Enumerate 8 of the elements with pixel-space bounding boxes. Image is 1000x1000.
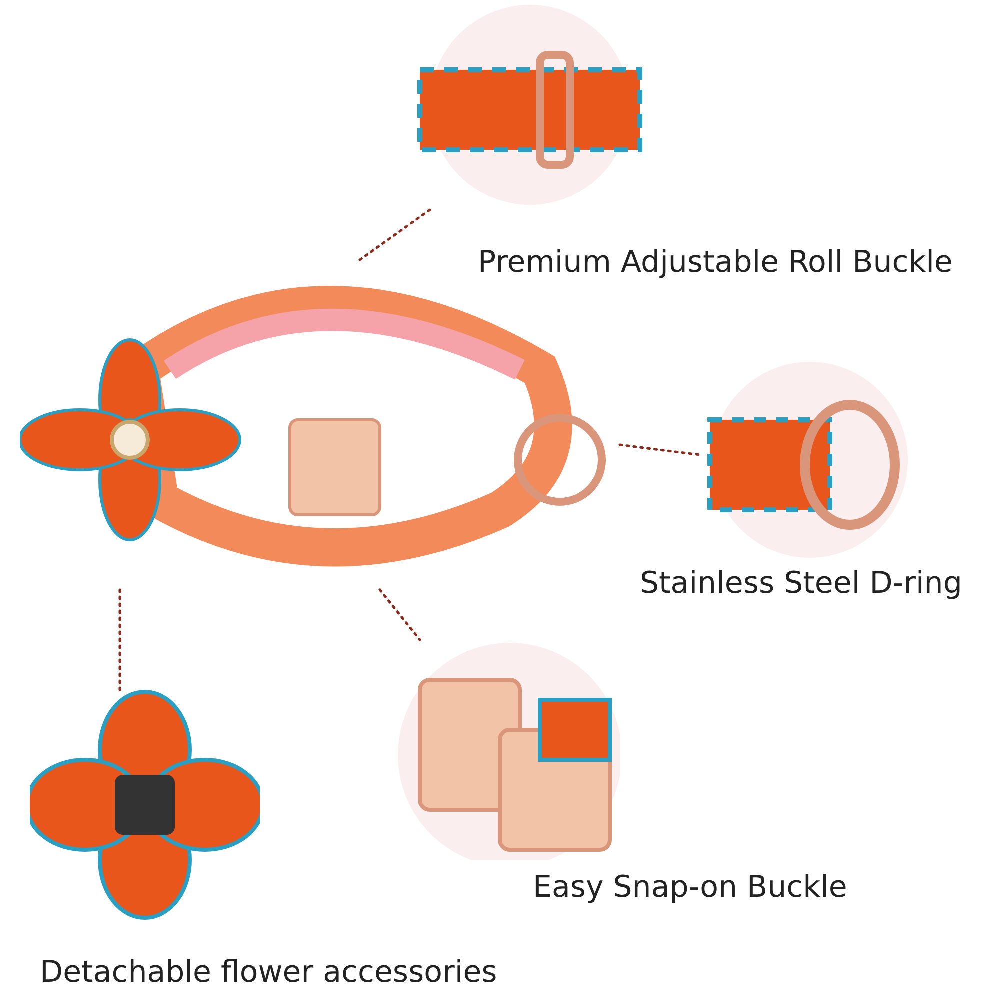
feature-caption: Easy Snap-on Buckle	[533, 870, 848, 905]
leader-line	[618, 444, 702, 456]
feature-caption: Stainless Steel D-ring	[640, 566, 962, 601]
feature-caption: Premium Adjustable Roll Buckle	[478, 245, 953, 280]
leader-line	[118, 588, 122, 692]
leader-line	[378, 588, 422, 642]
feature-caption: Detachable flower accessories	[40, 955, 498, 990]
leader-line	[358, 208, 432, 262]
